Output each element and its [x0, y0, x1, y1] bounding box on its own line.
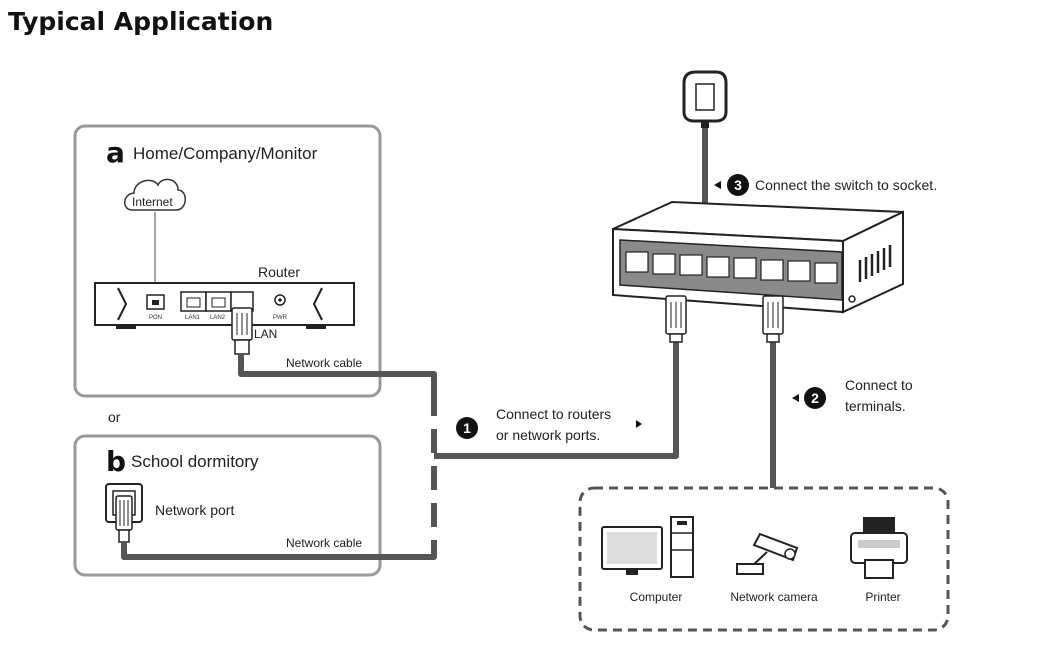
page-title: Typical Application	[8, 7, 273, 36]
step-3-callout: 3 Connect the switch to socket.	[714, 174, 937, 196]
step-1-number: 1	[463, 420, 471, 436]
cables	[121, 124, 776, 560]
panel-a: a Home/Company/Monitor Internet Router P	[73, 124, 382, 398]
internet-label: Internet	[132, 195, 173, 209]
panel-a-letter: a	[106, 136, 125, 169]
step-2-text-line2: terminals.	[845, 398, 906, 414]
step-3-badge	[727, 174, 749, 196]
uplink-cable	[434, 340, 679, 459]
network-port-label: Network port	[155, 502, 234, 518]
panel-b-letter: b	[106, 445, 126, 478]
lan-plug-icon	[231, 307, 253, 355]
or-label: or	[108, 409, 121, 425]
step-2-badge	[804, 387, 826, 409]
cable-from-router	[238, 354, 437, 392]
internet-cloud-icon: Internet	[124, 178, 186, 211]
step-1-callout: 1 Connect to routers or network ports.	[456, 406, 642, 443]
router-label: Router	[258, 264, 300, 280]
terminal-printer-label: Printer	[865, 590, 900, 604]
switch-plug-uplink-icon	[665, 295, 687, 343]
terminal-computer-label: Computer	[630, 590, 683, 604]
port-pon-label: PON	[149, 315, 162, 321]
terminals-group: Computer Network camera Printer	[578, 486, 950, 632]
step-3-text: Connect the switch to socket.	[755, 177, 937, 193]
switch-plug-terminal-icon	[762, 295, 784, 343]
step-2-text-line1: Connect to	[845, 377, 913, 393]
step-3-number: 3	[734, 177, 742, 193]
computer-icon	[601, 516, 694, 578]
panel-a-cable-label: Network cable	[286, 356, 362, 370]
terminals-border	[578, 486, 950, 632]
panel-b: b School dormitory Network port Network …	[73, 434, 382, 577]
step-1-badge	[456, 417, 478, 439]
panel-b-border	[73, 434, 382, 577]
panel-a-border	[73, 124, 382, 398]
printer-icon	[850, 517, 908, 579]
panel-a-heading: Home/Company/Monitor	[133, 144, 318, 163]
network-camera-icon	[736, 532, 799, 575]
terminal-camera-label: Network camera	[730, 590, 818, 604]
power-adapter-icon	[682, 70, 728, 128]
lan-label: LAN	[254, 327, 277, 341]
step-2-callout: 2 Connect to terminals.	[792, 377, 913, 414]
cable-from-wall-port	[121, 542, 437, 560]
step-1-text-line1: Connect to routers	[496, 406, 611, 422]
port-lan2-label: LAN2	[210, 315, 226, 321]
network-switch-icon	[612, 200, 904, 314]
router-icon	[94, 282, 355, 329]
panel-b-cable-label: Network cable	[286, 536, 362, 550]
port-lan1-label: LAN1	[185, 315, 201, 321]
panel-b-heading: School dormitory	[131, 452, 259, 471]
port-pwr-label: PWR	[273, 315, 288, 321]
step-1-text-line2: or network ports.	[496, 427, 600, 443]
step-2-number: 2	[811, 390, 819, 406]
network-port-icon	[105, 483, 143, 543]
